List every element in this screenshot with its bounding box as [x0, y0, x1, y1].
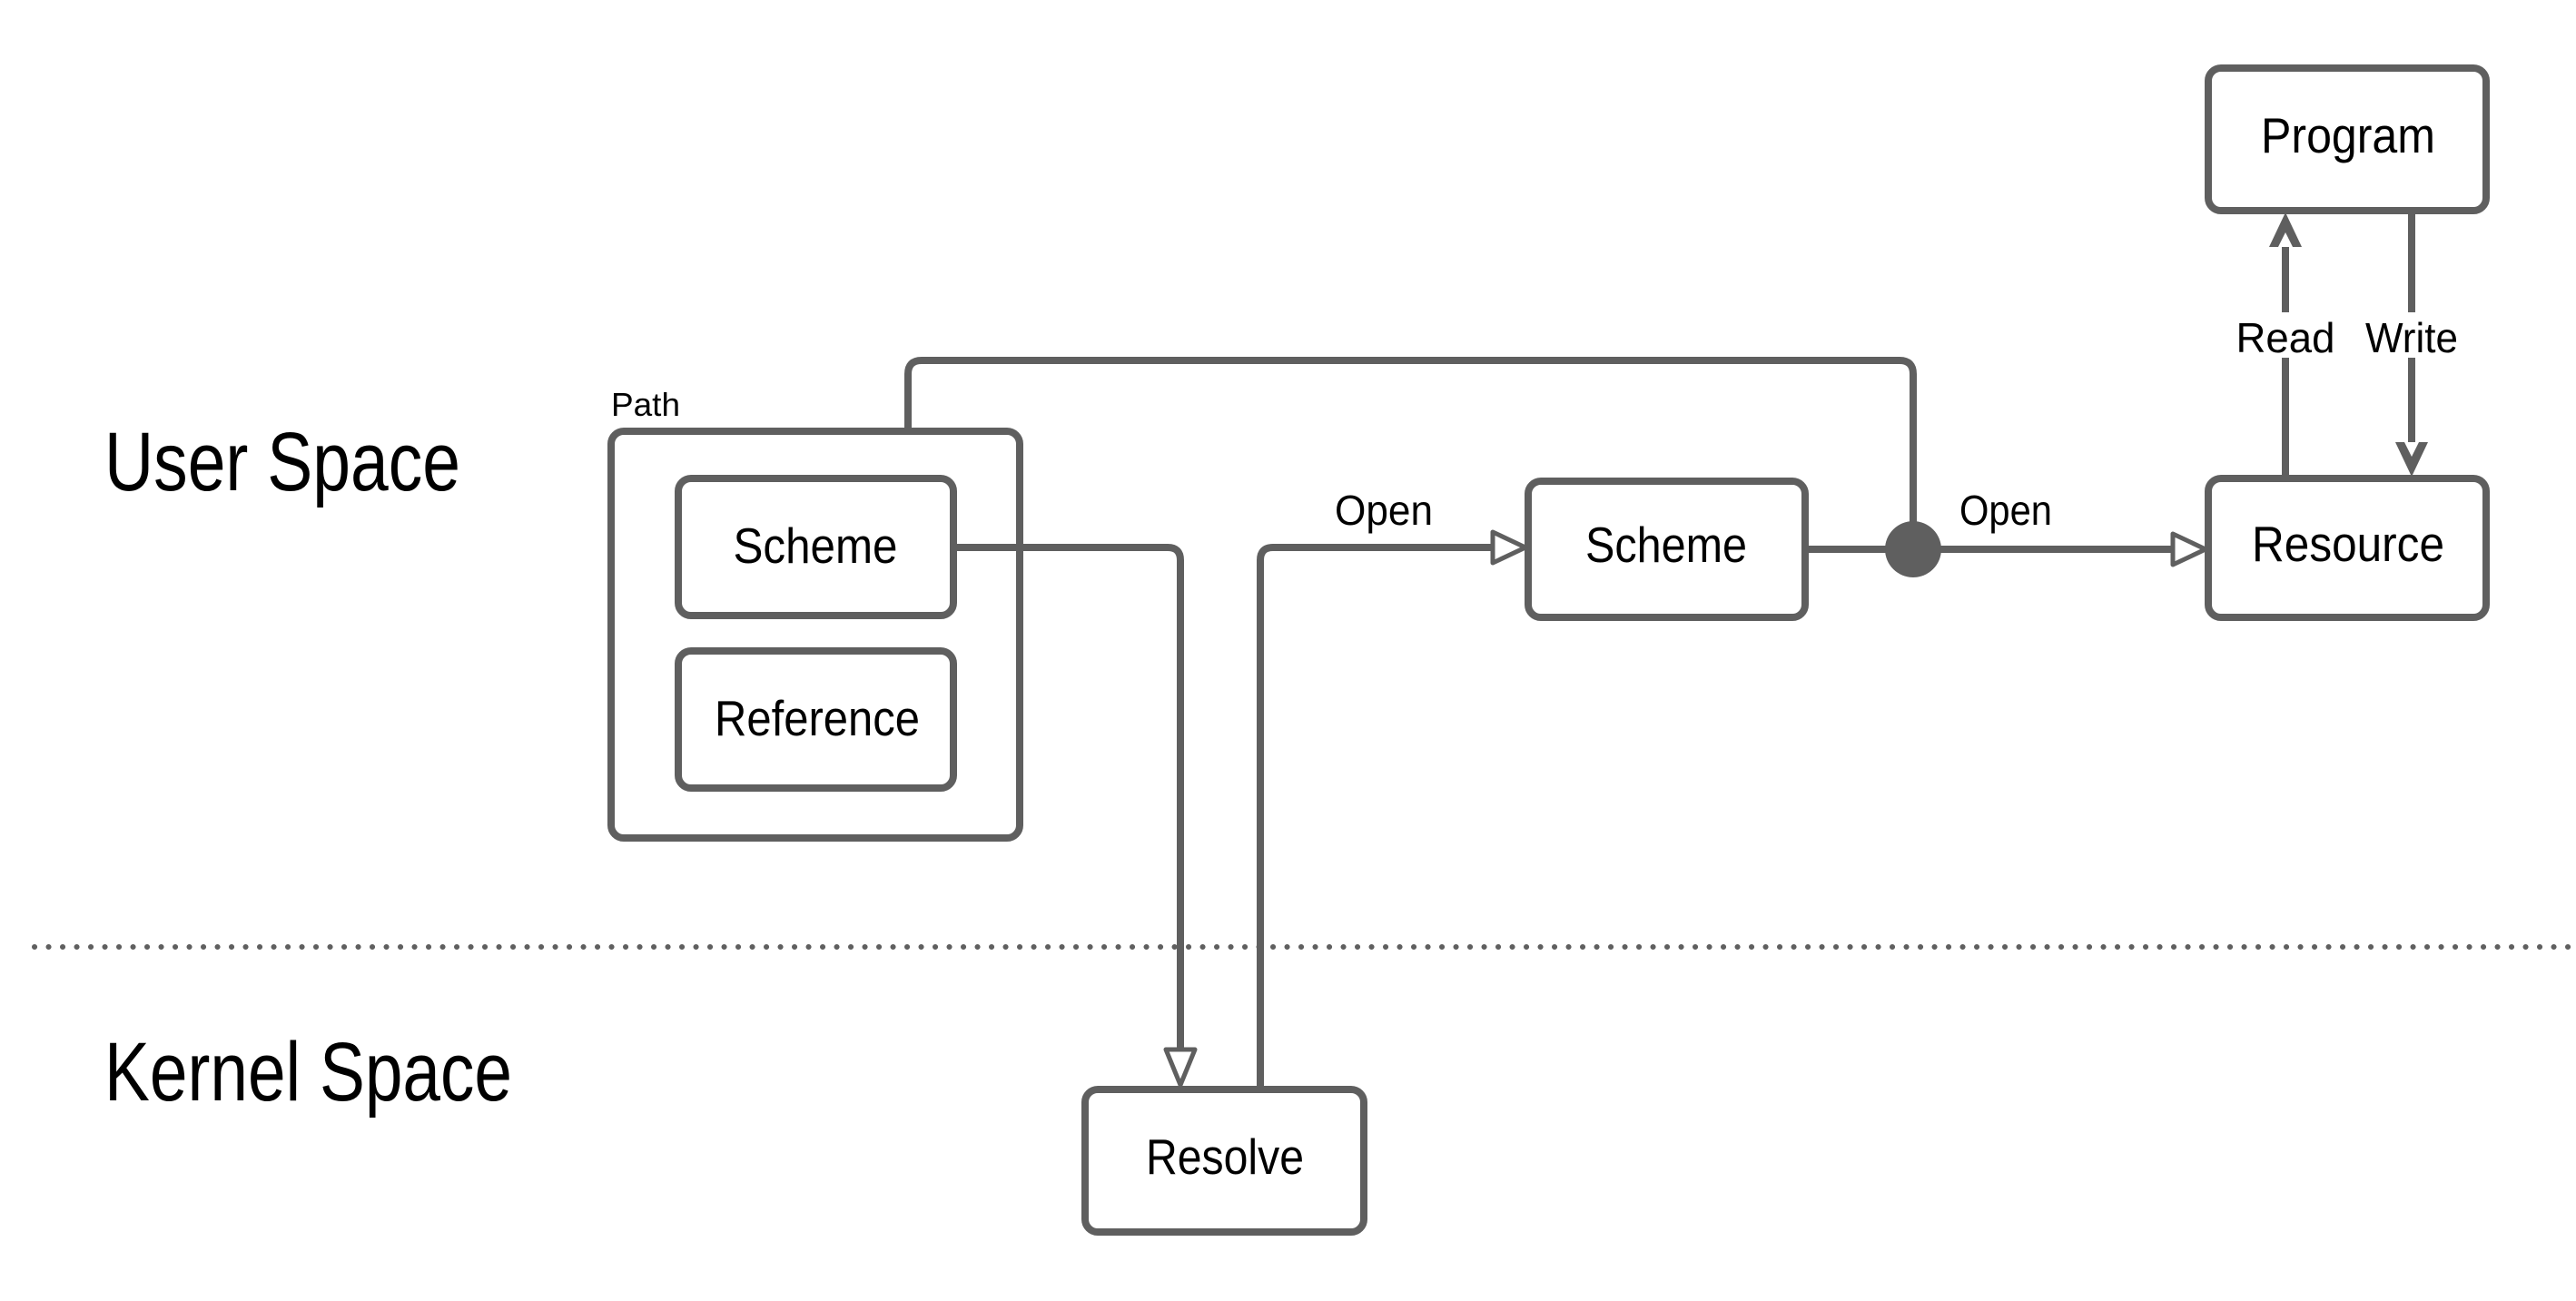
read-arrowhead	[2269, 212, 2302, 247]
open-resource-edge-label: Open	[1959, 487, 2052, 534]
path-to-junction-connector	[904, 357, 1917, 549]
write-arrowhead	[2395, 442, 2428, 477]
scheme-to-resolve-arrowhead	[1163, 1047, 1198, 1088]
reference-box	[675, 647, 957, 792]
scheme-in-path-label: Scheme	[734, 517, 898, 574]
scheme-to-resolve-connector	[953, 544, 1184, 1050]
write-label-plate	[2355, 312, 2470, 358]
resource-box	[2205, 475, 2490, 621]
open-scheme-edge-label: Open	[1335, 487, 1433, 534]
user-space-label: User Space	[104, 416, 460, 508]
resolve-to-scheme-connector	[1257, 544, 1493, 1089]
kernel-space-label: Kernel Space	[104, 1026, 512, 1119]
resolve-label: Resolve	[1146, 1129, 1304, 1185]
resource-label: Resource	[2252, 516, 2444, 572]
path-group-label: Path	[611, 386, 680, 423]
resolve-box	[1081, 1086, 1367, 1236]
read-arrowhead-notch	[2278, 232, 2293, 247]
write-edge-label: Write	[2365, 314, 2458, 361]
scheme-handler-label: Scheme	[1585, 517, 1747, 573]
text-layer: User Space Kernel Space Path Scheme Refe…	[104, 107, 2458, 1185]
stroke-layer	[607, 64, 2490, 1236]
open-resource-arrowhead	[2170, 531, 2208, 567]
read-label-plate	[2226, 312, 2345, 358]
open-scheme-arrowhead	[1490, 529, 1528, 566]
junction-dot	[1885, 521, 1941, 577]
reference-label: Reference	[715, 690, 920, 746]
read-edge-label: Read	[2236, 314, 2335, 361]
program-box	[2205, 64, 2490, 214]
program-label: Program	[2261, 107, 2435, 163]
write-arrowhead-notch	[2404, 442, 2419, 457]
